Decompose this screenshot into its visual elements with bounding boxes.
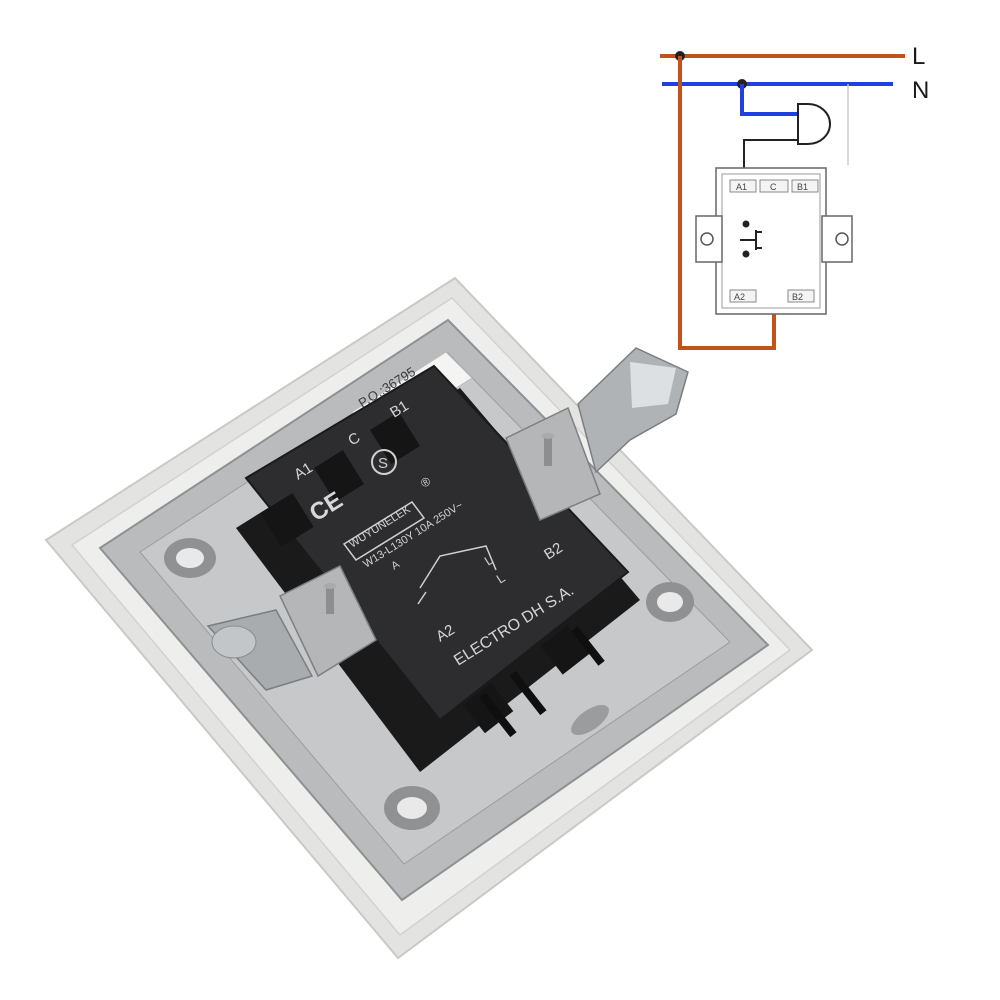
neutral-to-lamp	[740, 84, 798, 116]
terminal-pocket-a1	[260, 492, 314, 548]
right-screw-bracket	[505, 406, 601, 521]
wiring-diagram: A1 C B1 A2 B2 L N	[660, 43, 929, 350]
s-certification-mark: S	[371, 449, 397, 475]
left-claw	[206, 609, 314, 691]
terminal-pocket-b2	[540, 625, 590, 675]
frame-hole-right	[646, 582, 694, 622]
push-button-switch-symbol	[740, 220, 762, 258]
diagram-terminal-a2: A2	[734, 292, 745, 302]
right-screw	[544, 436, 552, 466]
side-tab-right	[821, 215, 853, 263]
diagram-terminal-b1: B1	[797, 182, 808, 192]
diagram-switch-module: A1 C B1 A2 B2	[695, 167, 853, 315]
terminal-pocket-b1	[369, 412, 421, 464]
switch-photo: P.O.:36795 A1 C B1 CE S	[44, 276, 814, 960]
s-mark-text: S	[378, 455, 388, 472]
side-tab-left	[695, 215, 723, 263]
terminal-pocket-c	[313, 450, 365, 502]
right-claw	[577, 347, 689, 474]
body-switch-symbol	[417, 545, 497, 605]
live-label: L	[912, 43, 925, 70]
diagram-terminal-c: C	[770, 182, 777, 192]
body-ribs	[479, 626, 605, 738]
frame-hole-left	[164, 538, 216, 578]
diagram-terminal-a1: A1	[736, 182, 747, 192]
left-screw-bracket	[279, 564, 377, 678]
diagram-terminal-b2: B2	[792, 292, 803, 302]
frame-slot-bottom-right	[571, 704, 609, 736]
left-screw	[326, 586, 334, 614]
neutral-label: N	[912, 77, 929, 104]
lamp-icon	[797, 103, 831, 145]
frame-hole-bottom	[384, 786, 440, 830]
